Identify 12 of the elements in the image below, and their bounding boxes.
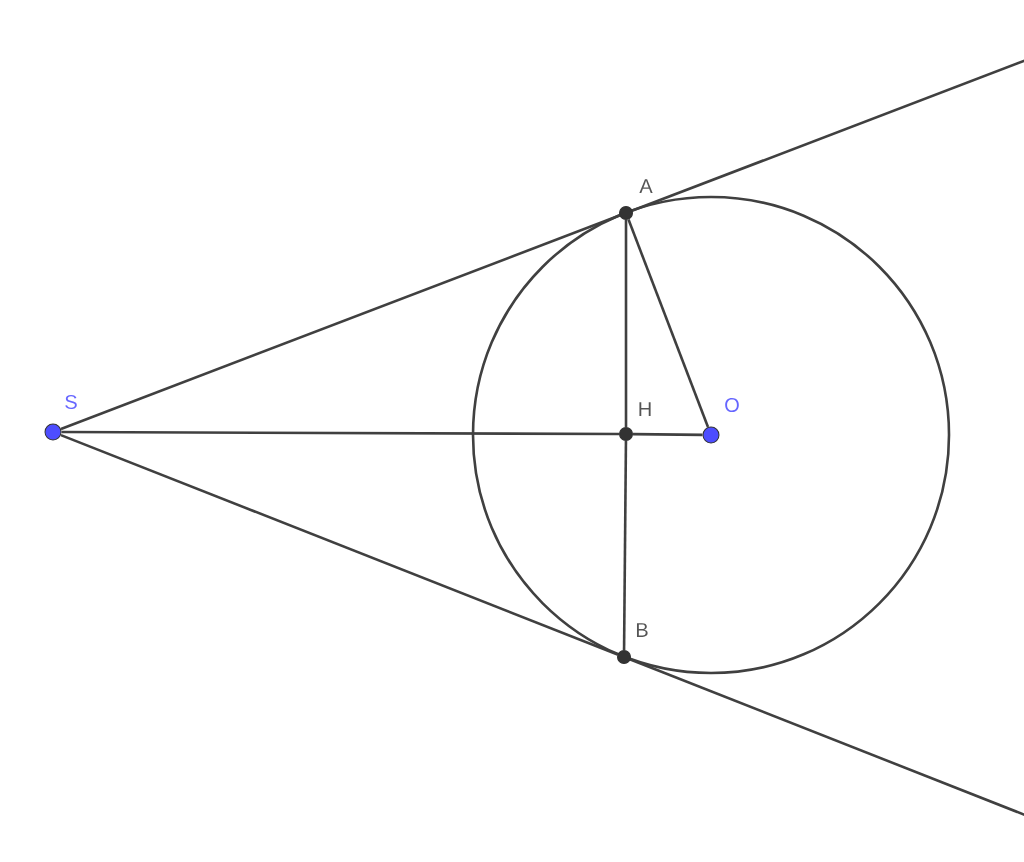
line-segment bbox=[60, 433, 618, 656]
line-segment bbox=[622, 441, 628, 651]
line-segment bbox=[61, 430, 619, 436]
point-label: H bbox=[639, 402, 651, 416]
line-segment bbox=[633, 432, 703, 437]
line-segment bbox=[624, 220, 628, 427]
point-label: O bbox=[725, 397, 739, 413]
point-label: S bbox=[65, 394, 77, 410]
point-label: B bbox=[637, 623, 648, 637]
line-segment bbox=[60, 214, 620, 431]
point-label: A bbox=[639, 179, 653, 193]
line-segment bbox=[627, 219, 710, 428]
